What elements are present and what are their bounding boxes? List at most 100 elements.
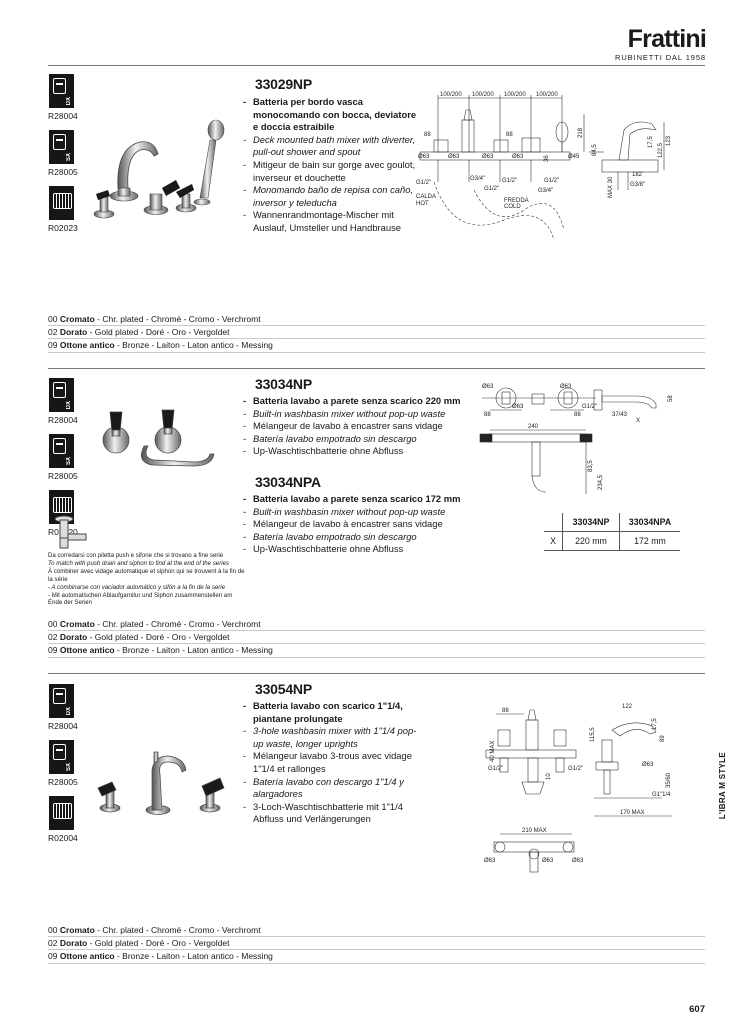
description-en: Deck mounted bath mixer with diverter, p… [243, 134, 418, 159]
brand-tagline: RUBINETTI DAL 1958 [615, 53, 706, 62]
finish-row: 02 Dorato - Gold plated - Doré - Oro - V… [48, 937, 705, 951]
description-de: Up-Waschtischbatterie ohne Abfluss [243, 543, 483, 556]
description-es: Batería lavabo empotrado sin descargo [243, 531, 483, 544]
spare-code: R28004 [48, 415, 78, 425]
description-en: Built-in washbasin mixer without pop-up … [243, 506, 483, 519]
description-de: 3-Loch-Waschtischbatterie mit 1"1/4 Abfl… [243, 801, 418, 826]
cartridge-dx-icon: DX [49, 74, 74, 108]
spare-part-codes: DX R28004 SX R28005 R02023 [48, 74, 86, 242]
description-de: Wannenrandmontage-Mischer mit Auslauf, U… [243, 209, 418, 234]
table-row: X 220 mm 172 mm [544, 531, 680, 551]
header-divider [48, 65, 705, 66]
finish-row: 00 Cromato - Chr. plated - Chromé - Crom… [48, 924, 705, 938]
dim-label: Ø63 [542, 858, 554, 864]
dim-label: 88 [484, 412, 491, 418]
dim-label: G1/2" [488, 766, 503, 772]
dim-label: 83,5 [588, 460, 594, 472]
finish-list: 00 Cromato - Chr. plated - Chromé - Crom… [48, 618, 705, 658]
product-photo-bath-mixer [93, 119, 225, 219]
series-side-label: L'IBRA M STYLE [718, 752, 727, 820]
dim-label: 37/43 [612, 412, 628, 418]
product-description-list: Batteria lavabo a parete senza scarico 2… [243, 395, 483, 458]
section-divider [48, 673, 705, 674]
spare-code: R28005 [48, 777, 78, 787]
note-en: To match with push drain and siphon to f… [48, 559, 230, 567]
section-divider [48, 368, 705, 369]
product-description-list: Batteria lavabo con scarico 1"1/4, piant… [243, 700, 418, 826]
product-title: 33034NP [255, 376, 312, 392]
dim-label: 35/60 [666, 772, 672, 788]
dim-spacing: 100/200 [440, 92, 462, 98]
finish-row: 02 Dorato - Gold plated - Doré - Oro - V… [48, 326, 705, 340]
technical-drawing-33054NP: 88 40 MAX 115,5 10 G1/2" G1/2" 122 89 17… [484, 704, 672, 873]
dim-label: Ø63 [560, 384, 572, 390]
spare-part-codes: DX R28004 SX R28005 R02004 [48, 684, 86, 852]
note-fr: À combiner avec vidage automatique et si… [48, 567, 245, 583]
dim-label: Ø63 [484, 858, 496, 864]
dim-label: 84,5 [592, 144, 598, 156]
product-title: 33029NP [255, 76, 312, 92]
dim-label: 122 [622, 704, 633, 710]
dim-label: G3/4" [470, 176, 485, 182]
cartridge-dx-icon: DX [49, 378, 74, 412]
description-it: Batteria lavabo a parete senza scarico 2… [243, 395, 483, 408]
cartridge-sx-icon: SX [49, 130, 74, 164]
technical-drawing-33029NP: 100/200 100/200 100/200 100/200 88 88 Ø6… [416, 92, 672, 241]
description-de: Up-Waschtischbatterie ohne Abfluss [243, 445, 483, 458]
dimension-table: 33034NP 33034NPA X 220 mm 172 mm [544, 513, 680, 551]
dim-label: 182 [632, 172, 643, 178]
dim-label: MAX 30 [608, 176, 614, 198]
cartridge-sx-icon: SX [49, 434, 74, 468]
table-header [544, 513, 563, 532]
spare-code: R28005 [48, 167, 78, 177]
description-it: Batteria lavabo a parete senza scarico 1… [243, 493, 483, 506]
description-en: Built-in washbasin mixer without pop-up … [243, 408, 483, 421]
finish-list: 00 Cromato - Chr. plated - Chromé - Crom… [48, 313, 705, 353]
diverter-icon [49, 186, 74, 220]
finish-row: 02 Dorato - Gold plated - Doré - Oro - V… [48, 631, 705, 645]
dim-label: HOT [416, 201, 429, 207]
dim-label: 10 [546, 773, 552, 780]
dim-label: G1/2" [416, 180, 431, 186]
dim-label: 88 [424, 132, 431, 138]
dim-label: 17,5 [648, 136, 654, 148]
brand-name: Frattini [627, 25, 707, 53]
spare-code: R02004 [48, 833, 78, 843]
dim-label: G1"1/4 [652, 792, 671, 798]
dim-spacing: 100/200 [536, 92, 558, 98]
dim-spacing: 100/200 [504, 92, 526, 98]
dim-label: 88 [506, 132, 513, 138]
note-es: - A combinarse con vaciador automático y… [48, 583, 226, 591]
description-fr: Mélangeur lavabo 3-trous avec vidage 1"1… [243, 750, 418, 775]
dim-label: Ø63 [482, 384, 494, 390]
dim-label: G1/2" [502, 178, 517, 184]
dim-label: Ø63 [512, 404, 524, 410]
dim-label: G1/2" [582, 404, 597, 410]
dim-label: 88 [502, 708, 509, 714]
dim-label: G1/2" [544, 178, 559, 184]
finish-row: 09 Ottone antico - Bronze - Laiton - Lat… [48, 644, 705, 658]
dim-label: 58 [668, 395, 674, 402]
spare-code: R28004 [48, 111, 78, 121]
brand-logo: Frattini RUBINETTI DAL 1958 [615, 25, 707, 62]
dim-label: Ø63 [448, 154, 460, 160]
description-it: Batteria lavabo con scarico 1"1/4, piant… [243, 700, 418, 725]
finish-row: 00 Cromato - Chr. plated - Chromé - Crom… [48, 618, 705, 632]
dim-label: 122,5 [658, 142, 664, 158]
table-cell: 172 mm [619, 531, 680, 551]
dim-label: COLD [504, 204, 521, 210]
dim-label: 89 [660, 735, 666, 742]
dim-label: 36 [544, 155, 550, 162]
dim-label: 240 [528, 424, 539, 430]
description-es: Batería lavabo empotrado sin descargo [243, 433, 483, 446]
dim-label: 218 [578, 127, 584, 138]
finish-row: 09 Ottone antico - Bronze - Laiton - Lat… [48, 950, 705, 964]
finish-row: 00 Cromato - Chr. plated - Chromé - Crom… [48, 313, 705, 327]
technical-drawing-33034NP: Ø63 Ø63 Ø63 88 88 X G1/2" 37/43 58 240 8… [479, 384, 674, 494]
dim-label: CALDA [416, 194, 436, 200]
dim-label: G3/4" [538, 188, 553, 194]
diverter-icon [49, 796, 74, 830]
dim-label: X [636, 418, 640, 424]
product-photo-wall-mixer [102, 409, 215, 467]
dim-label: G1/2" [484, 186, 499, 192]
